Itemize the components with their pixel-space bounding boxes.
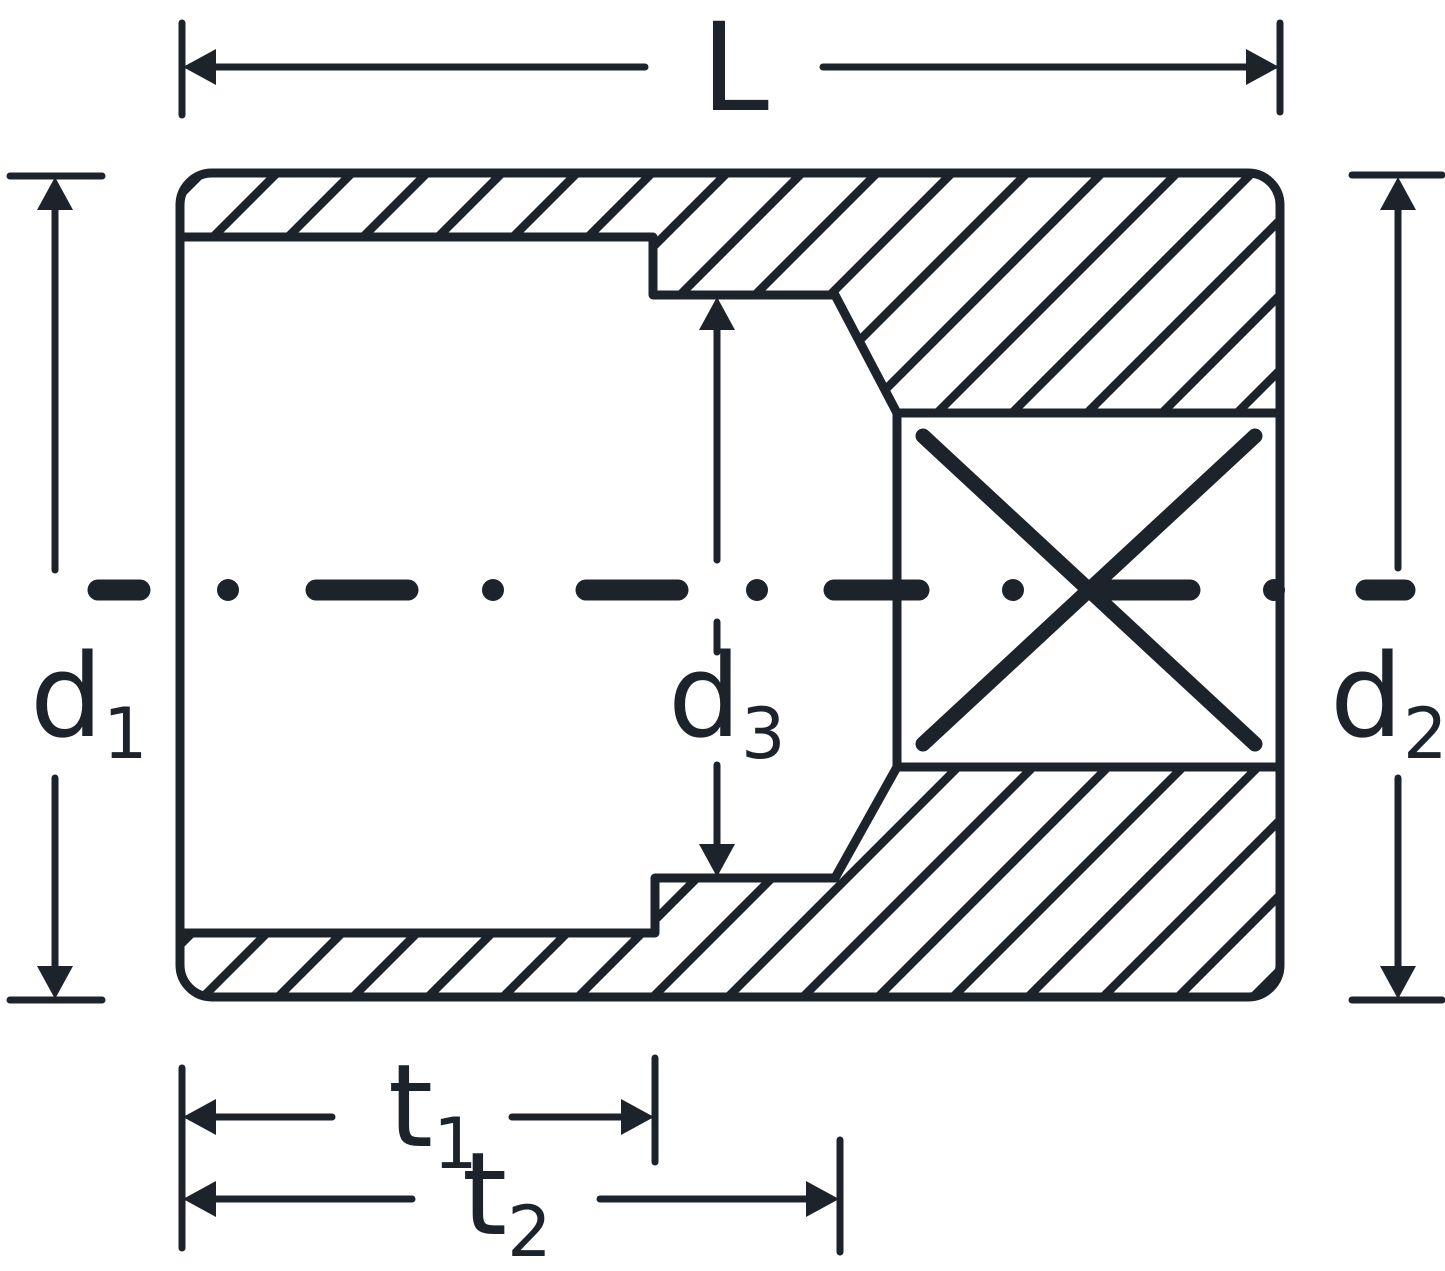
- arrowhead-down-icon: [37, 966, 73, 999]
- dimension-d1: d1: [6, 172, 148, 1004]
- arrowhead-left-icon: [183, 49, 216, 85]
- arrowhead-up-icon: [37, 177, 73, 210]
- dimension-label-d1: d1: [30, 630, 148, 775]
- dimension-t1: t1: [178, 1040, 659, 1252]
- bore-contour-upper: [175, 232, 1285, 418]
- arrowhead-left-icon: [183, 1181, 216, 1217]
- arrowhead-right-icon: [621, 1099, 654, 1135]
- dimension-d3: d3: [668, 297, 786, 877]
- dimension-label-t2: t2: [462, 1128, 552, 1271]
- dimension-label-t1: t1: [388, 1040, 478, 1185]
- dimension-t2: t2: [183, 1128, 844, 1271]
- arrowhead-right-icon: [806, 1181, 839, 1217]
- socket-body: [175, 168, 1285, 1002]
- square-drive-cross-icon: [915, 428, 1263, 752]
- arrowhead-up-icon: [699, 297, 735, 330]
- arrowhead-left-icon: [183, 1099, 216, 1135]
- dimension-label-L: L: [701, 0, 769, 139]
- dimension-label-d2: d2: [1330, 630, 1445, 775]
- arrowhead-down-icon: [699, 844, 735, 877]
- arrowhead-right-icon: [1246, 49, 1279, 85]
- dimension-label-d3: d3: [668, 630, 786, 775]
- bore-contour-lower: [175, 762, 1285, 938]
- arrowhead-up-icon: [1380, 177, 1416, 210]
- dimension-d2: d2: [1330, 171, 1445, 1004]
- arrowhead-down-icon: [1380, 966, 1416, 999]
- center-line: [87, 579, 1416, 601]
- dimension-L: L: [178, 0, 1284, 139]
